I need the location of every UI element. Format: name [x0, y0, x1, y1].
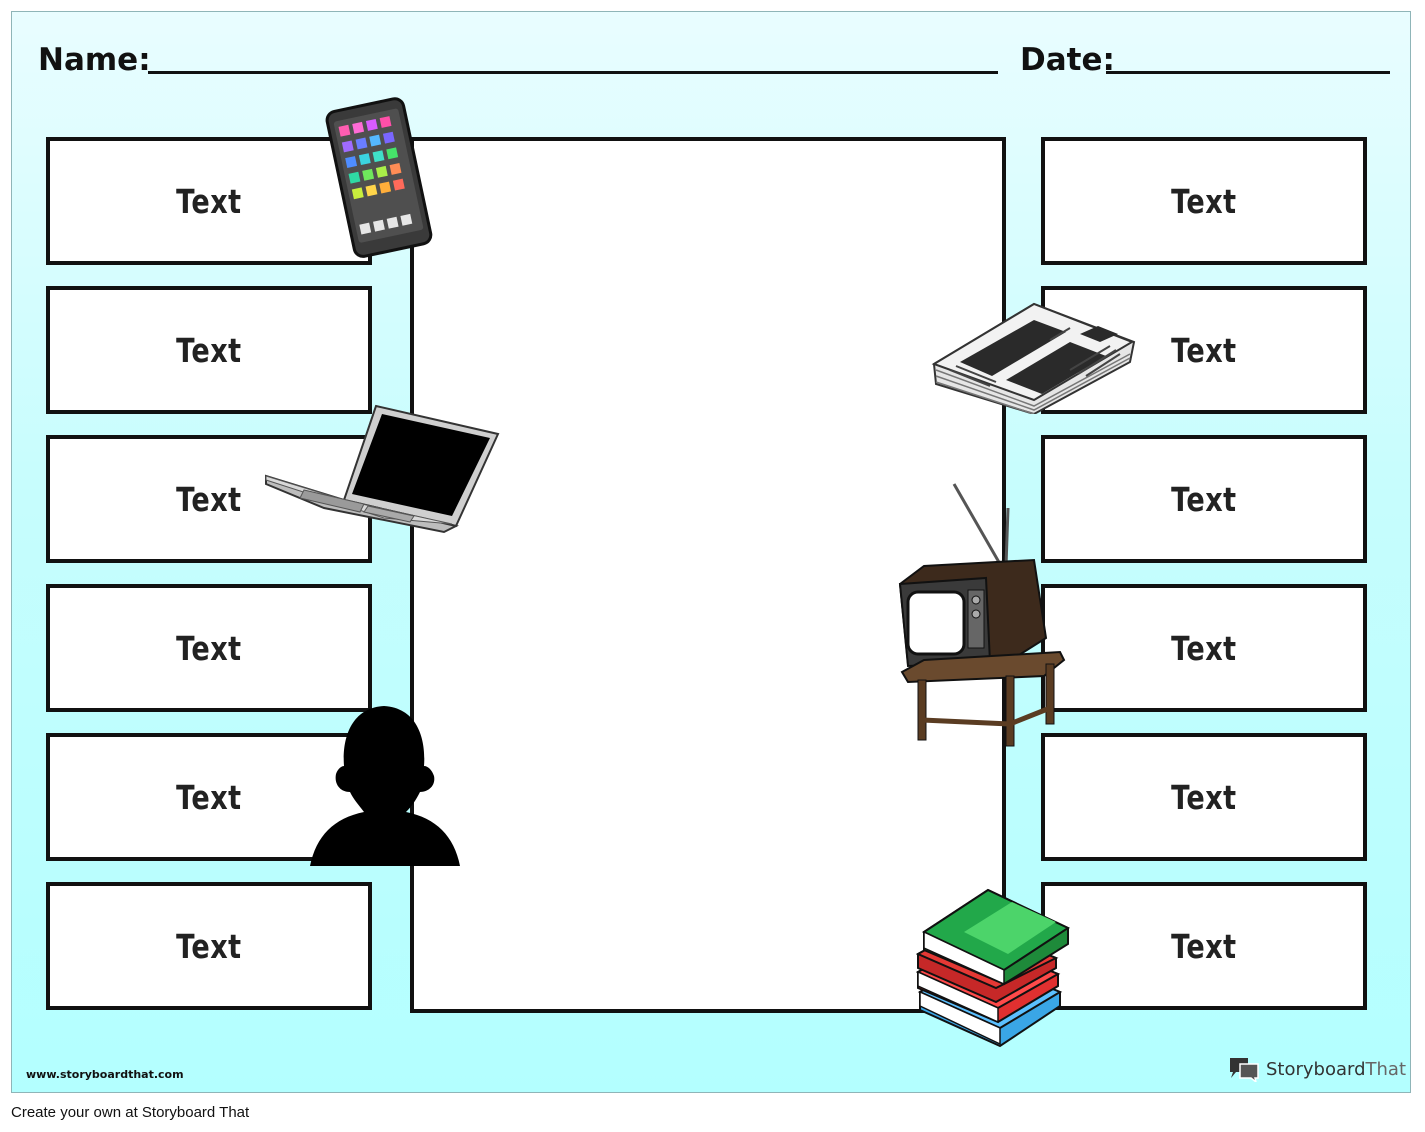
right-text-box-1[interactable]: Text: [1041, 137, 1367, 265]
central-box[interactable]: [410, 137, 1006, 1013]
create-your-own-link[interactable]: Create your own at Storyboard That: [11, 1104, 250, 1121]
name-label: Name:: [38, 42, 151, 78]
left-text-box-5[interactable]: Text: [46, 733, 372, 861]
right-box-label: Text: [1171, 628, 1237, 668]
right-box-label: Text: [1171, 330, 1237, 370]
television-icon[interactable]: [898, 480, 1074, 750]
worksheet: Name: Date: Text Text Text Text Text Tex…: [11, 11, 1411, 1093]
laptop-icon[interactable]: [264, 404, 500, 534]
name-input-line[interactable]: [148, 71, 998, 74]
date-input-line[interactable]: [1106, 71, 1390, 74]
person-silhouette-icon[interactable]: [310, 700, 460, 866]
left-text-box-2[interactable]: Text: [46, 286, 372, 414]
right-box-label: Text: [1171, 777, 1237, 817]
right-text-box-5[interactable]: Text: [1041, 733, 1367, 861]
date-label: Date:: [1020, 42, 1115, 78]
right-text-box-6[interactable]: Text: [1041, 882, 1367, 1010]
right-text-box-3[interactable]: Text: [1041, 435, 1367, 563]
right-box-label: Text: [1171, 479, 1237, 519]
right-box-label: Text: [1171, 181, 1237, 221]
brand-name: StoryboardThat: [1266, 1058, 1407, 1080]
left-text-box-3[interactable]: Text: [46, 435, 372, 563]
left-box-label: Text: [176, 181, 242, 221]
left-box-label: Text: [176, 777, 242, 817]
left-box-label: Text: [176, 628, 242, 668]
right-text-box-4[interactable]: Text: [1041, 584, 1367, 712]
right-box-label: Text: [1171, 926, 1237, 966]
books-icon[interactable]: [916, 888, 1078, 1052]
left-box-label: Text: [176, 479, 242, 519]
left-text-box-6[interactable]: Text: [46, 882, 372, 1010]
left-text-box-4[interactable]: Text: [46, 584, 372, 712]
left-text-box-1[interactable]: Text: [46, 137, 372, 265]
newspaper-icon[interactable]: [930, 302, 1138, 414]
speech-bubble-icon: [1230, 1058, 1259, 1082]
storyboardthat-logo[interactable]: StoryboardThat: [1228, 1056, 1406, 1082]
left-box-label: Text: [176, 926, 242, 966]
footer-url[interactable]: www.storyboardthat.com: [26, 1068, 184, 1081]
smartphone-icon[interactable]: [312, 96, 442, 261]
left-box-label: Text: [176, 330, 242, 370]
